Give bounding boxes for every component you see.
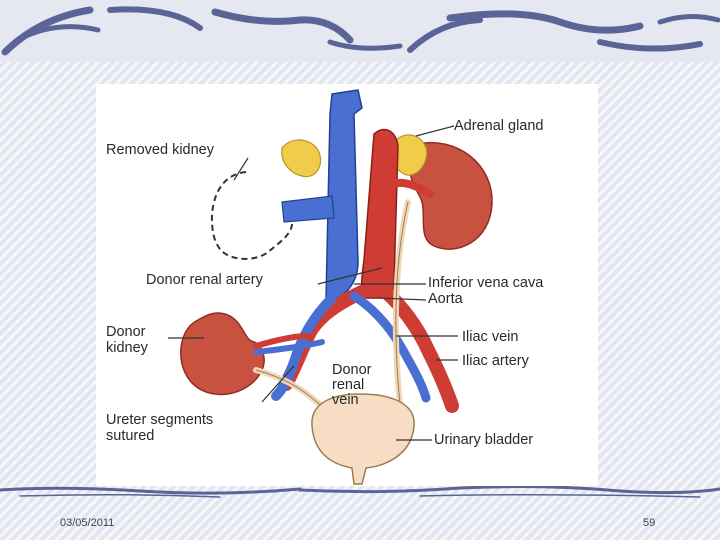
removed-kidney-outline <box>210 171 293 260</box>
aorta-vessel <box>360 128 399 299</box>
leader-lines <box>168 125 458 441</box>
label-donor-renal-vein-line2: renal <box>332 377 364 393</box>
label-donor-renal-artery: Donor renal artery <box>146 272 264 288</box>
label-aorta: Aorta <box>428 291 464 307</box>
label-donor-kidney-line2: kidney <box>106 340 149 356</box>
diagram-svg: Removed kidney Adrenal gland Donor renal… <box>106 89 544 485</box>
donor-renal-vein-vessel <box>253 339 325 355</box>
label-donor-kidney-line1: Donor <box>106 324 146 340</box>
right-kidney <box>409 141 493 250</box>
label-urinary-bladder: Urinary bladder <box>434 432 533 448</box>
slide-page-number: 59 <box>643 517 656 529</box>
label-ureter-segments-line2: sutured <box>106 428 154 444</box>
renal-vein-stub <box>281 195 335 223</box>
label-inferior-vena-cava: Inferior vena cava <box>428 275 544 291</box>
urinary-bladder-organ <box>311 393 415 485</box>
label-adrenal-gland: Adrenal gland <box>454 118 544 134</box>
decorative-top-band <box>0 0 720 62</box>
inferior-vena-cava-vessel <box>325 89 363 301</box>
right-renal-artery <box>388 179 434 198</box>
label-iliac-artery: Iliac artery <box>462 353 530 369</box>
slide-date: 03/05/2011 <box>60 517 115 529</box>
right-ureter-edge <box>395 201 409 405</box>
label-removed-kidney: Removed kidney <box>106 142 215 158</box>
decorative-bottom-band <box>0 485 720 498</box>
left-adrenal-gland <box>281 139 322 178</box>
right-iliac-artery <box>379 285 459 413</box>
right-iliac-vein <box>349 291 431 403</box>
label-donor-renal-vein-line3: vein <box>332 392 359 408</box>
donor-ureter-edge <box>255 369 325 409</box>
kidney-transplant-diagram: Removed kidney Adrenal gland Donor renal… <box>96 84 598 486</box>
label-ureter-segments-line1: Ureter segments <box>106 412 213 428</box>
label-iliac-vein: Iliac vein <box>462 329 518 345</box>
label-donor-renal-vein-line1: Donor <box>332 362 372 378</box>
left-iliac-vein <box>271 293 337 401</box>
donor-renal-artery-vessel <box>253 333 311 349</box>
donor-kidney <box>180 312 265 396</box>
